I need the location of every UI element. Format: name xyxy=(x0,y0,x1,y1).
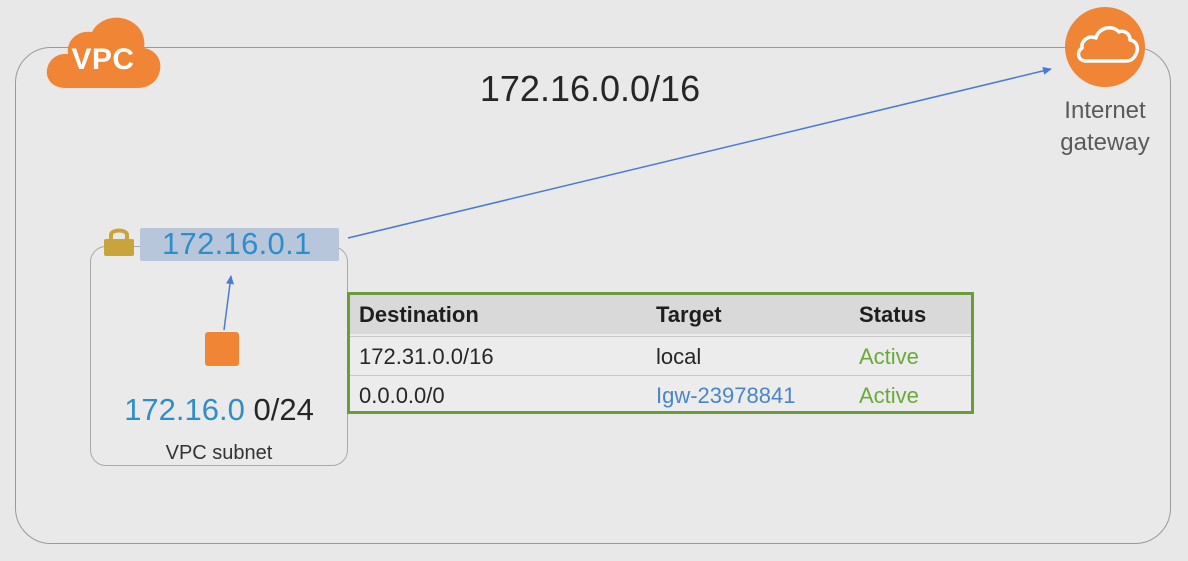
subnet-cidr-network: 172.16.0 xyxy=(124,392,245,427)
instance-icon xyxy=(205,332,239,366)
igw-label-line2: gateway xyxy=(1060,129,1150,156)
subnet-label: VPC subnet xyxy=(165,442,273,464)
vpc-label: VPC xyxy=(71,43,135,76)
route-table-header: Destination Target Status xyxy=(350,295,971,334)
internet-gateway-label: Internet gateway xyxy=(1040,95,1170,159)
lock-icon xyxy=(104,228,134,256)
route-table: Destination Target Status 172.31.0.0/16 … xyxy=(347,292,974,414)
row-target: local xyxy=(656,344,702,369)
internet-gateway-icon xyxy=(1065,7,1145,87)
igw-label-line1: Internet xyxy=(1064,97,1146,124)
table-row: 0.0.0.0/0 Igw-23978841 Active xyxy=(350,375,971,415)
header-target: Target xyxy=(656,302,722,327)
subnet-cidr: 172.16.0 0/24 xyxy=(90,392,348,428)
table-row: 172.31.0.0/16 local Active xyxy=(350,336,971,376)
subnet-cidr-mask: 0/24 xyxy=(244,392,314,427)
row-target-link[interactable]: Igw-23978841 xyxy=(656,383,796,408)
header-status: Status xyxy=(859,302,927,327)
row-destination: 172.31.0.0/16 xyxy=(359,344,494,369)
vpc-cidr: 172.16.0.0/16 xyxy=(479,68,701,109)
row-status: Active xyxy=(859,344,919,369)
ip-address: 172.16.0.1 xyxy=(162,226,312,261)
vpc-cloud-icon xyxy=(46,17,161,88)
row-destination: 0.0.0.0/0 xyxy=(359,383,445,408)
header-destination: Destination xyxy=(359,302,479,327)
row-status: Active xyxy=(859,383,919,408)
ip-address-badge xyxy=(140,228,339,261)
